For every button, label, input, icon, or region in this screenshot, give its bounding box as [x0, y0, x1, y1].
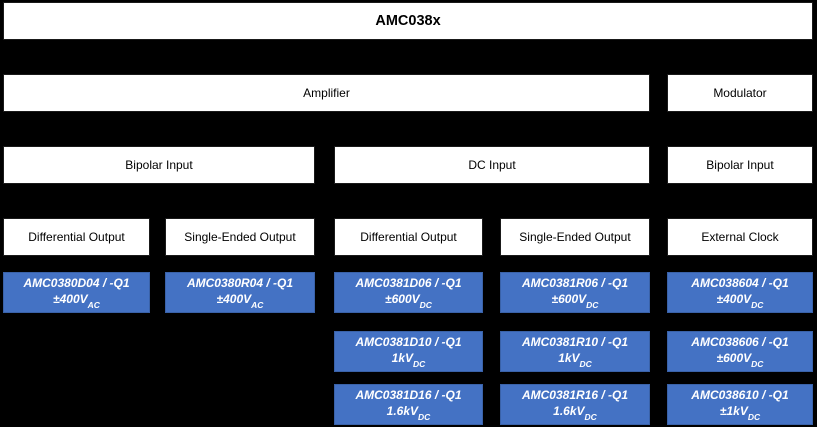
- node-external-clock-label: External Clock: [701, 230, 779, 244]
- part-amc0381d10: AMC0381D10 / -Q1 1kVDC: [334, 331, 483, 372]
- part-rating: 1kVDC: [391, 350, 426, 369]
- part-amc0381d06: AMC0381D06 / -Q1 ±600VDC: [334, 272, 483, 313]
- part-rating-subscript: AC: [87, 299, 100, 310]
- part-rating-subscript: DC: [751, 358, 764, 369]
- part-rating-subscript: DC: [419, 299, 432, 310]
- node-modulator-label: Modulator: [713, 86, 767, 100]
- part-amc0381r10: AMC0381R10 / -Q1 1kVDC: [500, 331, 650, 372]
- part-amc0381r06: AMC0381R06 / -Q1 ±600VDC: [500, 272, 650, 313]
- part-amc038606: AMC038606 / -Q1 ±600VDC: [667, 331, 813, 372]
- node-bipolar-input-left-label: Bipolar Input: [125, 158, 193, 172]
- part-name: AMC0381R06 / -Q1: [521, 275, 629, 290]
- part-rating: ±600VDC: [551, 291, 599, 310]
- part-rating-subscript: DC: [418, 411, 431, 422]
- part-rating-subscript: DC: [413, 358, 426, 369]
- node-differential-output-1-label: Differential Output: [28, 230, 125, 244]
- part-name: AMC0381D10 / -Q1: [355, 334, 462, 349]
- node-external-clock: External Clock: [667, 218, 813, 256]
- part-name: AMC0381R16 / -Q1: [521, 387, 629, 402]
- part-amc0380d04: AMC0380D04 / -Q1 ±400VAC: [3, 272, 150, 313]
- part-rating: 1.6kVDC: [386, 403, 431, 422]
- part-name: AMC038606 / -Q1: [691, 334, 789, 349]
- part-rating-subscript: DC: [586, 299, 599, 310]
- node-bipolar-input-right: Bipolar Input: [667, 146, 813, 184]
- part-amc0380r04: AMC0380R04 / -Q1 ±400VAC: [165, 272, 315, 313]
- node-bipolar-input-left: Bipolar Input: [3, 146, 315, 184]
- part-rating: ±400VAC: [53, 291, 100, 310]
- part-rating-subscript: DC: [751, 299, 764, 310]
- part-rating: ±600VDC: [385, 291, 432, 310]
- part-rating: 1.6kVDC: [553, 403, 597, 422]
- node-differential-output-2-label: Differential Output: [360, 230, 457, 244]
- part-name: AMC0381D16 / -Q1: [355, 387, 462, 402]
- part-name: AMC038604 / -Q1: [691, 275, 789, 290]
- part-rating-subscript: AC: [251, 299, 264, 310]
- node-single-ended-output-2: Single-Ended Output: [500, 218, 650, 256]
- part-amc038604: AMC038604 / -Q1 ±400VDC: [667, 272, 813, 313]
- part-amc0381d16: AMC0381D16 / -Q1 1.6kVDC: [334, 384, 483, 425]
- part-rating: ±400VDC: [716, 291, 764, 310]
- node-single-ended-output-1: Single-Ended Output: [165, 218, 315, 256]
- part-name: AMC0380R04 / -Q1: [186, 275, 294, 290]
- node-modulator: Modulator: [667, 74, 813, 112]
- part-rating: ±1kVDC: [719, 403, 761, 422]
- node-single-ended-output-2-label: Single-Ended Output: [519, 230, 631, 244]
- node-amplifier: Amplifier: [3, 74, 650, 112]
- part-amc0381r16: AMC0381R16 / -Q1 1.6kVDC: [500, 384, 650, 425]
- part-rating-subscript: DC: [579, 358, 592, 369]
- part-rating: 1kVDC: [558, 350, 592, 369]
- node-amplifier-label: Amplifier: [303, 86, 350, 100]
- node-differential-output-1: Differential Output: [3, 218, 150, 256]
- part-name: AMC0381R10 / -Q1: [521, 334, 629, 349]
- node-dc-input-label: DC Input: [468, 158, 516, 172]
- node-single-ended-output-1-label: Single-Ended Output: [184, 230, 296, 244]
- part-name: AMC0381D06 / -Q1: [355, 275, 462, 290]
- part-rating: ±600VDC: [716, 350, 764, 369]
- part-rating: ±400VAC: [216, 291, 264, 310]
- node-bipolar-input-right-label: Bipolar Input: [706, 158, 774, 172]
- part-rating-subscript: DC: [584, 411, 597, 422]
- root-node-amc038x: AMC038x: [3, 2, 813, 40]
- part-name: AMC0380D04 / -Q1: [23, 275, 130, 290]
- root-title: AMC038x: [375, 13, 441, 29]
- part-name: AMC038610 / -Q1: [691, 387, 789, 402]
- node-dc-input: DC Input: [334, 146, 650, 184]
- part-amc038610: AMC038610 / -Q1 ±1kVDC: [667, 384, 813, 425]
- part-rating-subscript: DC: [747, 411, 761, 422]
- node-differential-output-2: Differential Output: [334, 218, 483, 256]
